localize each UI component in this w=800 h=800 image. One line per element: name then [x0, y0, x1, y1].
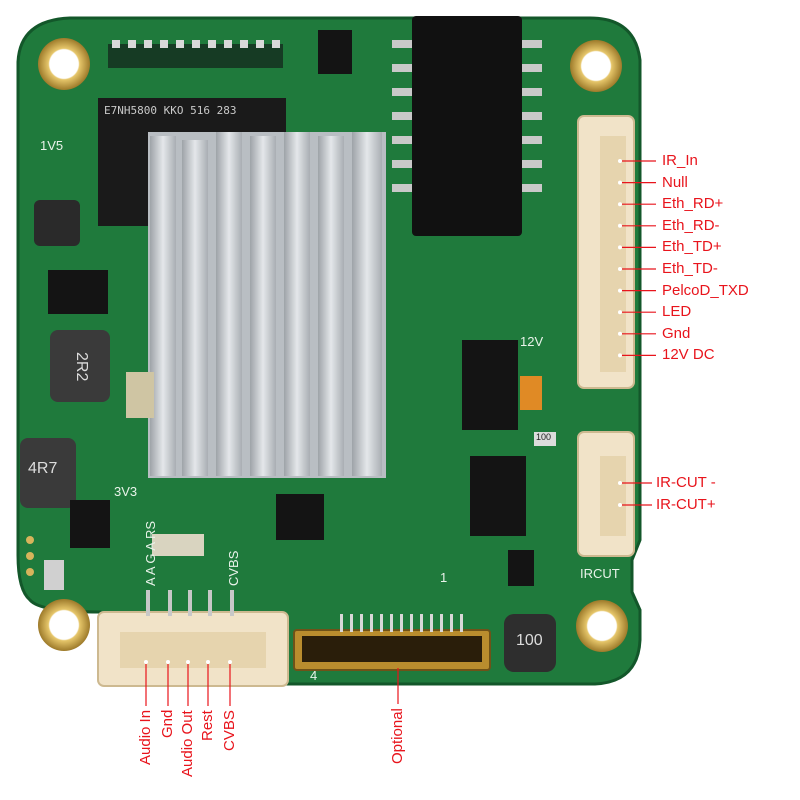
right-pin-dot [618, 245, 622, 250]
bottom-pin-dot [186, 660, 190, 664]
bottom-pin-label: CVBS [221, 710, 238, 751]
right-pin-label: LED [662, 303, 692, 321]
right-pin-label: Eth_RD- [662, 216, 720, 234]
bottom-pin-label: Audio Out [179, 710, 196, 777]
silk-ircut: IRCUT [580, 566, 620, 581]
right-pin-label: 12V DC [662, 346, 715, 364]
right-pin-dot [618, 180, 622, 185]
bottom-pin-label: Gnd [159, 710, 176, 739]
right-pin-label: Eth_TD- [662, 260, 718, 277]
right-pin-label: Gnd [662, 324, 691, 342]
right-pin-label: Eth_RD+ [662, 195, 724, 213]
right-pin-dot [618, 159, 622, 163]
ircut-pin-label: IR-CUT+ [656, 496, 716, 513]
silk-cvbs: CVBS [226, 550, 241, 586]
pin-callout-lines [144, 159, 656, 706]
ircut-pin-label: IR-CUT - [656, 474, 716, 491]
right-pin-dot [618, 331, 622, 336]
silk-12v: 12V [520, 334, 544, 349]
right-pin-dot [618, 288, 622, 293]
right-pin-dot [618, 267, 622, 271]
bottom-pin-dot [166, 660, 170, 664]
bottom-pin-label: Audio In [137, 710, 154, 766]
silk-pin-4: 4 [310, 668, 318, 683]
right-pin-label: Null [662, 173, 688, 191]
ircut-pin-dot [618, 503, 622, 507]
bottom-pin-dot [228, 660, 232, 664]
silk-1v5: 1V5 [40, 138, 64, 153]
inductor-100-label: 100 [516, 632, 543, 649]
chip-marking: E7NH5800 KKO 516 283 [104, 104, 237, 117]
right-pin-dot [618, 202, 622, 207]
heatsink [148, 132, 386, 478]
right-pin-label: IR_In [662, 152, 698, 169]
inductor-2r2 [50, 330, 110, 402]
silk-3v3: 3V3 [114, 484, 138, 499]
right-pin-label: Eth_TD+ [662, 238, 722, 256]
silk-pin-1: 1 [440, 570, 448, 585]
optional-label: Optional [389, 708, 406, 764]
bottom-pin-dot [144, 660, 148, 664]
inductor-4r7 [20, 438, 76, 508]
inductor-100 [504, 614, 556, 672]
ethernet-transformer [412, 16, 522, 236]
bottom-pin-dot [206, 660, 210, 664]
right-pin-dot [618, 310, 622, 315]
right-pin-dot [618, 353, 622, 358]
inductor-4r7-label: 4R7 [28, 460, 58, 477]
right-pin-label: PelcoD_TXD [662, 281, 749, 299]
ircut-pin-dot [618, 481, 622, 485]
inductor-2r2-label: 2R2 [73, 352, 90, 382]
bottom-pin-label: Rest [199, 710, 216, 741]
right-pin-dot [618, 223, 622, 228]
silk-audio-pins: A A G A RS [143, 520, 158, 586]
resistor-100-label: 100 [536, 432, 552, 442]
